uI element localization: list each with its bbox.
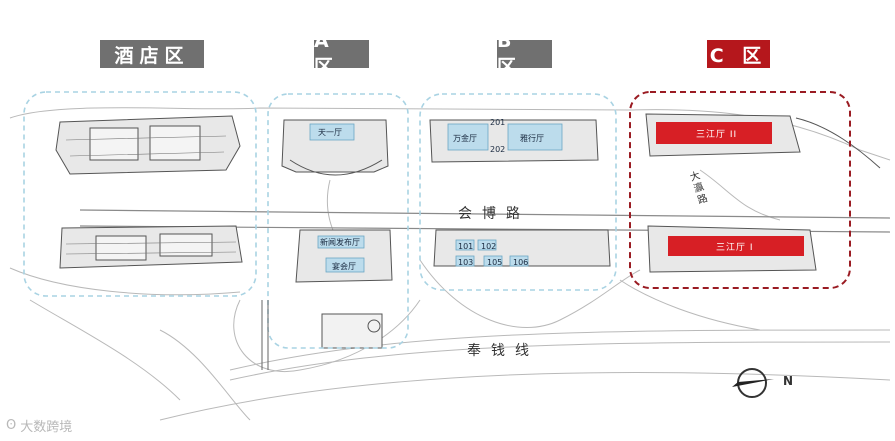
zone-label-hotel: 酒店区 [100,40,204,68]
red-hall-sanjiang-2 [656,122,772,144]
zone-a-buildings [281,119,393,349]
hall-label-102: 102 [481,242,497,251]
hall-label-101: 101 [458,242,474,251]
hall-label-tianyi: 天一厅 [318,128,342,137]
road-label-huibo: 会博路 [458,206,530,222]
hall-label-sanjiang-1: 三江厅 I [716,243,754,253]
watermark: ʘ 大数跨境 [6,416,72,435]
hall-label-yaxing: 雅行厅 [520,134,544,143]
hotel-buildings [55,115,243,269]
north-label: N [783,374,794,388]
hall-label-banquet: 宴会厅 [332,262,356,271]
watermark-text: 大数跨境 [20,420,73,435]
hall-label-sanjiang-2: 三江厅 II [696,130,738,140]
red-hall-sanjiang-1 [668,236,804,256]
watermark-logo-icon: ʘ [6,418,17,433]
hall-label-106: 106 [513,258,529,267]
zone-c-outline [629,91,851,289]
hall-fills [309,123,563,273]
hall-label-202: 202 [490,145,506,154]
zone-outlines [23,91,617,349]
hall-label-103: 103 [458,258,474,267]
zone-label-c: C 区 [707,40,770,68]
hall-label-wanjin: 万金厅 [453,134,477,143]
hall-label-105: 105 [487,258,503,267]
hall-label-201: 201 [490,118,506,127]
compass-icon [732,368,774,398]
road-label-fengqian: 奉钱线 [467,343,539,359]
railway [261,300,269,370]
zone-label-b: B 区 [497,30,552,78]
terrain-lines [9,107,891,421]
hall-label-press: 新闻发布厅 [320,238,360,247]
